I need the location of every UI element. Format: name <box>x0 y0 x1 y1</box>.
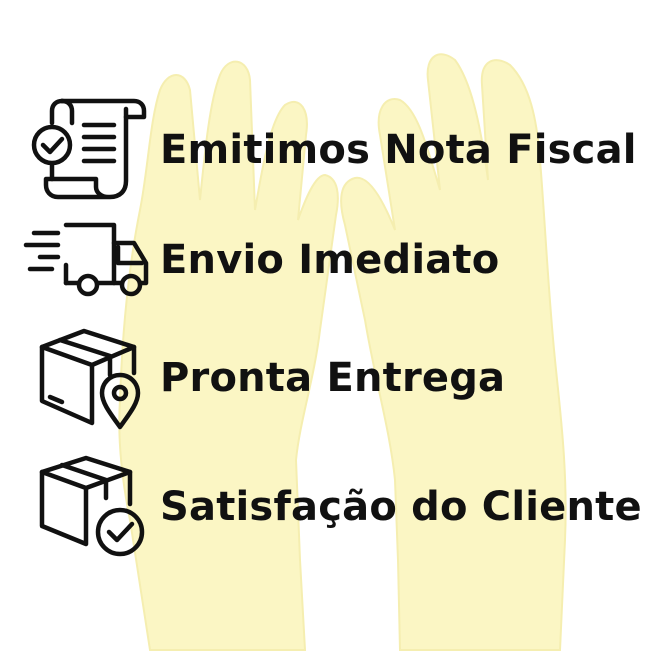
feature-label-ready-delivery: Pronta Entrega <box>160 355 506 401</box>
package-location-icon <box>22 323 150 433</box>
feature-row-invoice: Emitimos Nota Fiscal <box>0 95 660 205</box>
feature-row-shipping: Envio Imediato <box>0 205 660 315</box>
invoice-check-icon <box>22 95 150 205</box>
feature-row-satisfaction: Satisfação do Cliente <box>0 452 660 562</box>
feature-label-satisfaction: Satisfação do Cliente <box>160 484 642 530</box>
feature-label-invoice: Emitimos Nota Fiscal <box>160 127 637 173</box>
feature-row-ready-delivery: Pronta Entrega <box>0 323 660 433</box>
package-check-icon <box>22 452 150 562</box>
feature-label-shipping: Envio Imediato <box>160 237 500 283</box>
fast-delivery-truck-icon <box>22 205 150 315</box>
